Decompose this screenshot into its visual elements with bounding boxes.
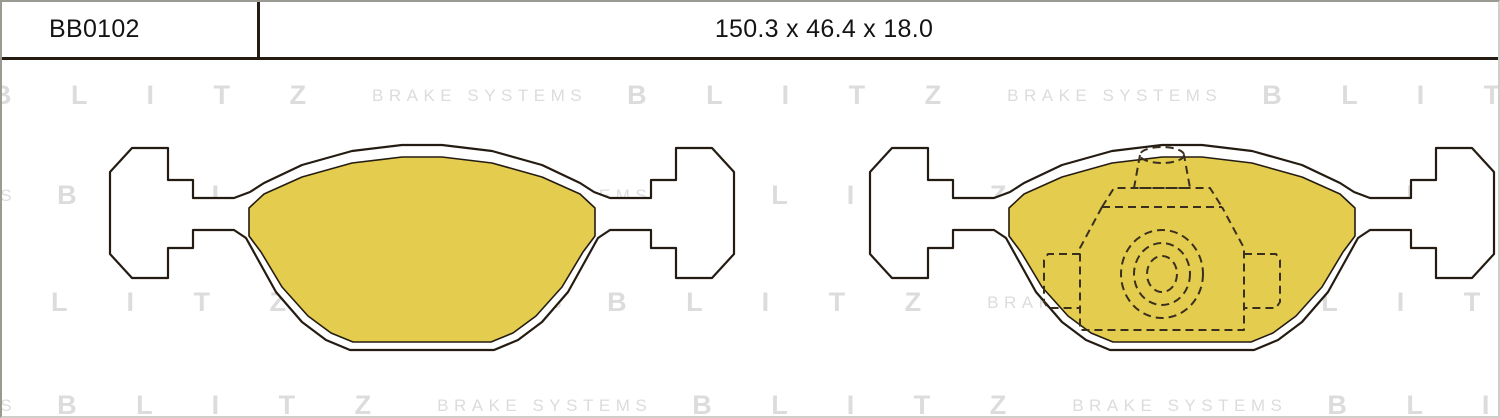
watermark-tagline: BRAKE SYSTEMS	[1072, 395, 1288, 415]
watermark-brand: B L I T Z	[1327, 390, 1498, 418]
right-brake-pad	[868, 143, 1496, 352]
hardware-right-tab	[1244, 253, 1281, 309]
retention-hardware-hidden-lines	[1043, 146, 1281, 331]
title-block-part-cell: BB0102	[2, 2, 260, 57]
watermark-brand: B L I T Z	[692, 390, 1033, 418]
title-block: BB0102 150.3 x 46.4 x 18.0	[2, 2, 1498, 60]
watermark-brand: B L I T Z	[692, 180, 1033, 210]
left-pad-backing-plate	[108, 143, 736, 352]
watermark-tagline: BRAKE SYSTEMS	[1072, 185, 1288, 205]
left-brake-pad	[108, 143, 736, 352]
watermark-tagline: BRAKE SYSTEMS	[437, 185, 653, 205]
watermark-row: BRAKE SYSTEMS B L I T Z BRAKE SYSTEMS B …	[2, 180, 1498, 211]
part-number: BB0102	[49, 15, 140, 43]
watermark-brand: B L I T Z	[2, 287, 312, 317]
watermark-tagline: BRAKE SYSTEMS	[2, 396, 17, 416]
watermark-brand: B L I T Z	[2, 80, 332, 110]
watermark-tagline: BRAKE SYSTEMS	[437, 395, 653, 415]
watermark-brand: B L I T Z	[57, 390, 398, 418]
watermark-brand: B L I T Z	[57, 180, 398, 210]
watermark-brand: B L I T Z	[607, 287, 948, 317]
hardware-neck	[1133, 154, 1191, 189]
dimensions: 150.3 x 46.4 x 18.0	[714, 15, 934, 43]
watermark-brand: B L I T Z	[627, 80, 968, 110]
watermark-tagline: BRAKE SYSTEMS	[987, 292, 1203, 312]
hardware-left-tab	[1043, 253, 1080, 309]
hardware-ring-middle	[1133, 242, 1191, 306]
watermark-brand: B L I T Z	[1242, 287, 1498, 317]
watermark-tagline: BRAKE SYSTEMS	[1007, 85, 1223, 105]
watermark-row: B L I T Z BRAKE SYSTEMS B L I T Z BRAKE …	[2, 287, 1498, 318]
hardware-ring-inner	[1146, 255, 1178, 293]
left-pad-friction-material	[248, 156, 596, 343]
hardware-shoulder	[1101, 187, 1223, 208]
watermark-row: BRAKE SYSTEMS B L I T Z BRAKE SYSTEMS B …	[2, 390, 1498, 418]
watermark-brand: B L I T Z	[1327, 180, 1498, 210]
watermark-row: B L I T Z BRAKE SYSTEMS B L I T Z BRAKE …	[2, 80, 1498, 111]
right-pad-backing-plate	[868, 143, 1496, 352]
watermark-tagline: BRAKE SYSTEMS	[372, 85, 588, 105]
right-pad-friction-material	[1008, 156, 1356, 343]
hardware-top-cap	[1139, 146, 1185, 164]
watermark-tagline: BRAKE SYSTEMS	[2, 186, 17, 206]
watermark-brand: B L I T Z	[1262, 80, 1498, 110]
hardware-body	[1079, 206, 1245, 331]
title-block-dimension-cell: 150.3 x 46.4 x 18.0	[260, 2, 1498, 57]
watermark-tagline: BRAKE SYSTEMS	[352, 292, 568, 312]
hardware-ring-outer	[1120, 229, 1204, 319]
